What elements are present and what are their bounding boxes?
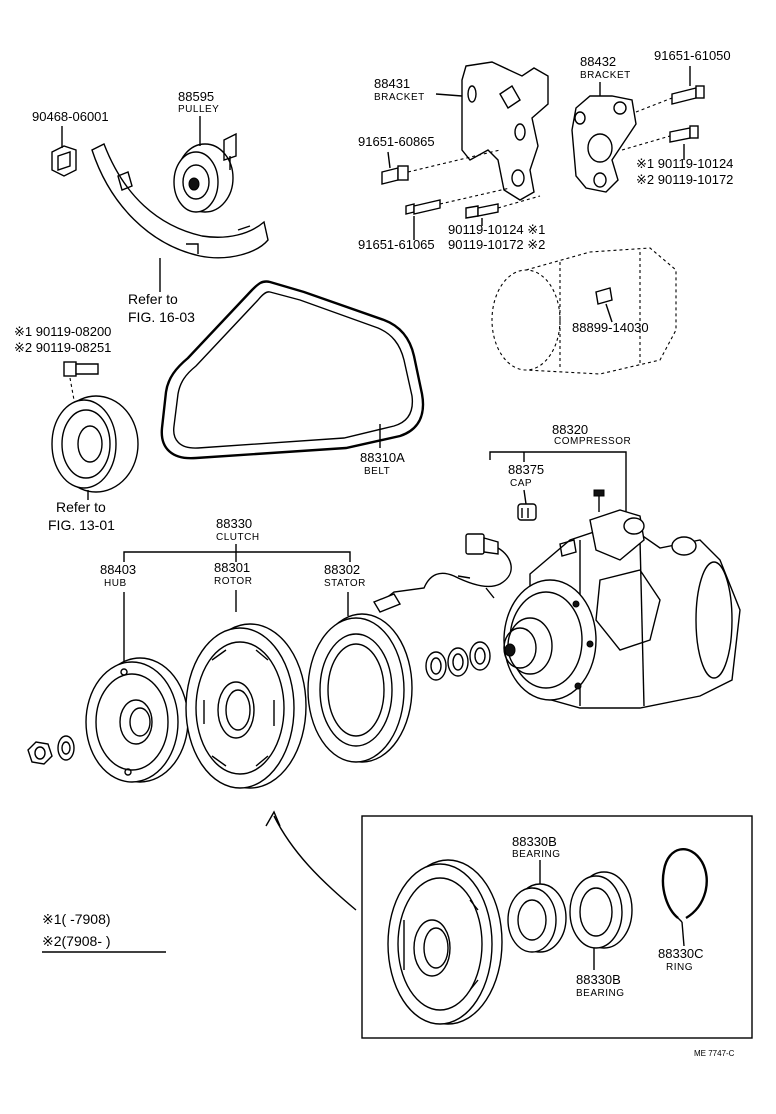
label-90119-10124-center: 90119-10124 ※1 bbox=[448, 222, 545, 237]
label-clutch: CLUTCH bbox=[216, 532, 260, 543]
label-88330B-1: 88330B bbox=[512, 834, 557, 849]
label-stator: STATOR bbox=[324, 578, 366, 589]
label-compressor: COMPRESSOR bbox=[554, 436, 631, 447]
label-88403: 88403 bbox=[100, 562, 136, 577]
bearing-88330B-2 bbox=[569, 871, 633, 949]
note-1: ※1( -7908) bbox=[42, 911, 111, 927]
label-90119-10124-right: ※1 90119-10124 bbox=[636, 156, 733, 171]
label-rotor: ROTOR bbox=[214, 576, 252, 587]
label-88595: 88595 bbox=[178, 89, 214, 104]
shims bbox=[425, 641, 491, 681]
label-90119-10172-right: ※2 90119-10172 bbox=[636, 172, 733, 187]
bolts-top-right bbox=[381, 85, 705, 219]
label-bracket-1: BRACKET bbox=[374, 92, 425, 103]
refer-to-2: Refer to bbox=[56, 499, 106, 515]
note-2: ※2(7908- ) bbox=[42, 933, 111, 949]
refer-fig-16-03: FIG. 16-03 bbox=[128, 309, 195, 325]
nut-and-washer bbox=[27, 735, 75, 765]
label-pulley: PULLEY bbox=[178, 104, 219, 115]
compressor-outline-ghost bbox=[491, 247, 677, 375]
diagram-code: ME 7747-C bbox=[694, 1049, 735, 1058]
snap-ring-88330C bbox=[661, 848, 708, 923]
detail-box bbox=[361, 815, 753, 1039]
label-88899-14030: 88899-14030 bbox=[572, 320, 649, 335]
bracket-88431 bbox=[461, 61, 549, 201]
cap-88375 bbox=[517, 503, 537, 521]
refer-to-1: Refer to bbox=[128, 291, 178, 307]
label-ring: RING bbox=[666, 962, 693, 973]
label-90119-08251: ※2 90119-08251 bbox=[14, 340, 111, 355]
label-88431: 88431 bbox=[374, 76, 410, 91]
label-91651-60865: 91651-60865 bbox=[358, 134, 435, 149]
label-88330: 88330 bbox=[216, 516, 252, 531]
crank-pulley bbox=[51, 395, 139, 493]
label-90119-08200: ※1 90119-08200 bbox=[14, 324, 111, 339]
label-88432: 88432 bbox=[580, 54, 616, 69]
label-88375: 88375 bbox=[508, 462, 544, 477]
label-bracket-2: BRACKET bbox=[580, 70, 631, 81]
label-88320: 88320 bbox=[552, 422, 588, 437]
bearing-88330B-1 bbox=[507, 883, 567, 953]
label-88330C: 88330C bbox=[658, 946, 704, 961]
detail-rotor bbox=[387, 859, 503, 1025]
label-hub: HUB bbox=[104, 578, 127, 589]
refer-fig-13-01: FIG. 13-01 bbox=[48, 517, 115, 533]
label-bearing-1: BEARING bbox=[512, 849, 561, 860]
hub-88403 bbox=[85, 657, 189, 783]
pulley-88595 bbox=[173, 132, 237, 213]
label-88330B-2: 88330B bbox=[576, 972, 621, 987]
label-belt: BELT bbox=[364, 466, 390, 477]
label-88302: 88302 bbox=[324, 562, 360, 577]
small-screw bbox=[593, 489, 605, 512]
label-90119-10172-center: 90119-10172 ※2 bbox=[448, 237, 545, 252]
detail-arrow-line bbox=[273, 815, 357, 911]
label-91651-61050: 91651-61050 bbox=[654, 48, 731, 63]
stator-wire-connector bbox=[372, 533, 512, 613]
bracket-88432 bbox=[571, 95, 637, 193]
label-bearing-2: BEARING bbox=[576, 988, 625, 999]
bolt-90119-08 bbox=[63, 361, 99, 401]
detail-arrowhead bbox=[265, 810, 281, 827]
nut-90468 bbox=[51, 145, 77, 177]
dashed-guides-top bbox=[407, 97, 673, 209]
label-88301: 88301 bbox=[214, 560, 250, 575]
label-90468-06001: 90468-06001 bbox=[32, 109, 109, 124]
label-cap: CAP bbox=[510, 478, 532, 489]
belt-88310A bbox=[160, 280, 425, 460]
stator-88302 bbox=[307, 613, 413, 763]
compressor-front-face bbox=[503, 579, 597, 701]
label-88310A: 88310A bbox=[360, 450, 405, 465]
label-91651-61065: 91651-61065 bbox=[358, 237, 435, 252]
rotor-88301 bbox=[185, 623, 307, 789]
idler-bracket bbox=[91, 143, 269, 259]
